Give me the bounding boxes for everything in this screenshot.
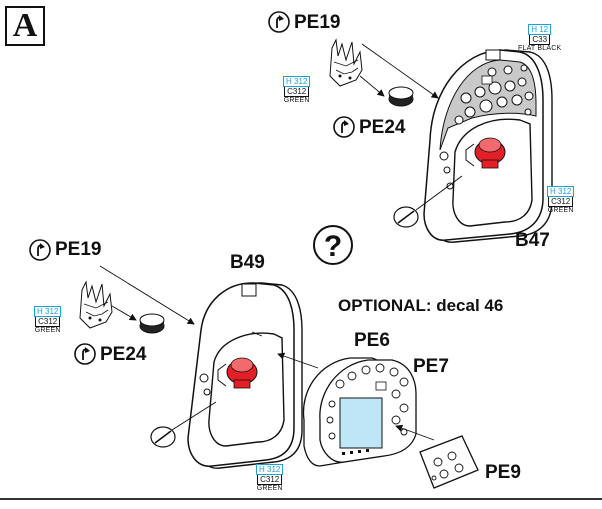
paint-code-flat-black: H 12 C33 FLAT BLACK: [518, 24, 561, 53]
knife-icon: [393, 175, 463, 228]
label-pe24-left: PE24: [100, 344, 147, 365]
label-pe19-left: PE19: [55, 239, 102, 260]
paint-name: GREEN: [34, 327, 61, 334]
paint-code-green-b47: H 312 C312 GREEN: [547, 186, 575, 215]
step-letter-box: A: [5, 6, 45, 46]
label-pe9: PE9: [485, 462, 521, 483]
b47-panel: [423, 49, 553, 243]
paint-name: GREEN: [547, 207, 574, 214]
paint-code-c: C312: [548, 197, 574, 207]
bend-arrow-icon: [29, 239, 51, 261]
optional-note: OPTIONAL: decal 46: [338, 296, 504, 315]
label-b49: B49: [230, 252, 265, 273]
paint-code-green-b49: H 312 C312 GREEN: [256, 464, 284, 493]
paint-name: FLAT BLACK: [518, 45, 562, 52]
footer-divider: [0, 498, 602, 500]
pe19-left-part: [79, 280, 113, 329]
paint-code-c: C33: [529, 35, 551, 45]
pe24-left-part: [139, 313, 165, 334]
paint-code-h: H 312: [547, 186, 575, 197]
label-pe6: PE6: [354, 330, 390, 351]
pe9-part: [419, 435, 479, 489]
paint-code-h: H 312: [256, 464, 284, 475]
bend-arrow-icon: [268, 11, 290, 33]
paint-code-h: H 312: [34, 306, 62, 317]
pe24-top-part: [388, 86, 414, 107]
label-pe19-top: PE19: [294, 12, 341, 33]
paint-code-c: C312: [284, 87, 310, 97]
paint-code-green-top: H 312 C312 GREEN: [283, 76, 311, 105]
b49-panel: [187, 282, 303, 469]
paint-code-green-left: H 312 C312 GREEN: [34, 306, 62, 335]
pe19-top-part: [329, 38, 363, 87]
paint-name: GREEN: [256, 485, 283, 492]
knife-icon: [150, 401, 217, 448]
label-pe24-top: PE24: [359, 117, 406, 138]
paint-code-h: H 312: [283, 76, 311, 87]
pe7-part: [319, 359, 417, 463]
label-pe7: PE7: [413, 356, 449, 377]
question-icon: [313, 225, 353, 265]
paint-code-h: H 12: [528, 24, 552, 35]
label-b47: B47: [515, 230, 550, 251]
bend-arrow-icon: [333, 116, 355, 138]
paint-code-c: C312: [35, 317, 61, 327]
bend-arrow-icon: [74, 343, 96, 365]
paint-name: GREEN: [283, 97, 310, 104]
paint-code-c: C312: [257, 475, 283, 485]
question-mark: ?: [324, 230, 342, 263]
